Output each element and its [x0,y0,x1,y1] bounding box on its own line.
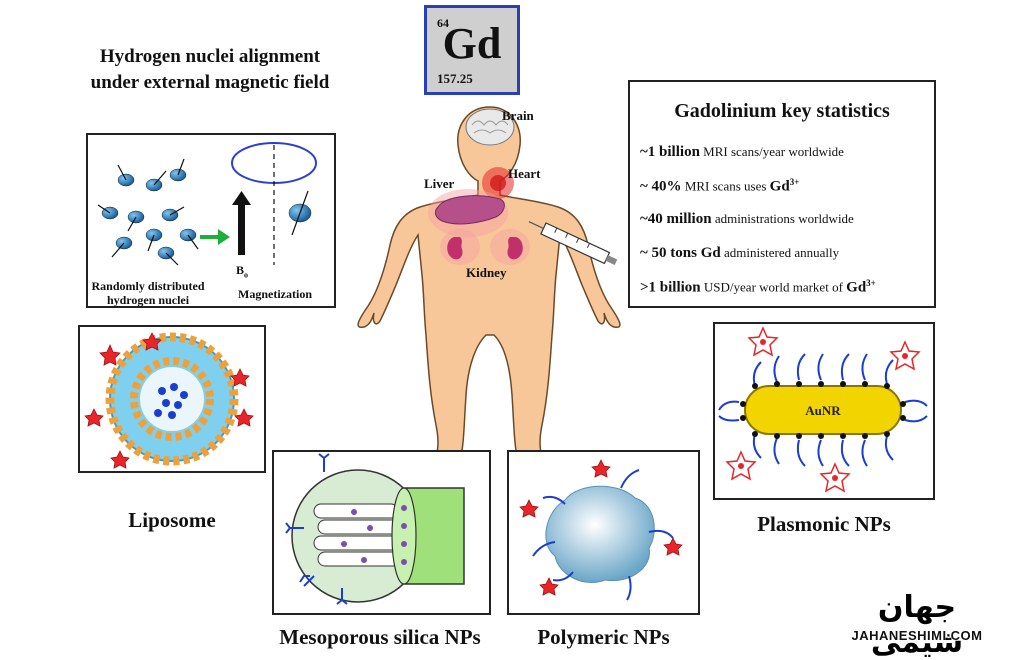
star-icon [539,577,559,596]
mesoporous-label: Mesoporous silica NPs [279,625,481,649]
mesoporous-silica-figure [285,453,465,605]
liposome-figure [84,332,254,469]
stat-row: ~1 billion MRI scans/year worldwide [640,144,844,160]
title-line-2: under external magnetic field [90,72,330,93]
aunr-label: AuNR [805,403,841,418]
site-logo-persian: جهان شیمی [870,590,964,660]
liposome-panel [78,325,266,473]
plasmonic-label: Plasmonic NPs [757,512,891,536]
human-body-illustration [357,106,621,470]
star-icon [84,408,104,427]
star-icon [142,332,162,351]
star-icon [663,537,683,556]
field-arrow-icon [232,191,251,205]
hydrogen-nuclei-figure [97,142,317,266]
stats-title: Gadolinium key statistics [674,100,890,122]
title-line-1: Hydrogen nuclei alignment [99,46,321,67]
liposome-label: Liposome [128,508,216,532]
star-icon [234,408,254,427]
stat-row: ~ 50 tons Gd administered annually [640,245,840,261]
star-icon [110,450,130,469]
kidney-left [447,237,463,260]
star-icon [230,368,250,387]
field-label: Bo [236,263,249,280]
brain-organ [465,108,515,146]
polymeric-np-panel [507,450,700,615]
brain-label: Brain [502,108,534,123]
magnetization-label: Magnetization [238,287,312,301]
random-nuclei-label: Randomly distributed hydrogen nuclei [91,279,205,307]
mesoporous-silica-panel [272,450,491,615]
polymeric-label: Polymeric NPs [537,625,670,649]
syringe-icon [528,221,618,265]
kidney-right [507,237,523,260]
atomic-number: 64 [437,16,449,30]
star-icon [519,499,539,518]
site-logo-latin: JAHANESHIMI.COM [851,628,983,643]
heart-label: Heart [508,166,541,181]
green-arrow-icon [200,229,230,245]
kidney-label: Kidney [466,265,507,280]
atomic-mass: 157.25 [437,71,473,86]
diagram-title: Hydrogen nuclei alignment under external… [60,44,360,96]
stat-row: ~40 million administrations worldwide [640,211,854,227]
star-icon [99,343,121,366]
gadolinium-stats-panel: Gadolinium key statistics ~1 billion MRI… [628,80,936,308]
stat-row: >1 billion USD/year world market of Gd3+ [640,278,876,296]
liver-organ [434,195,505,225]
plasmonic-np-panel: AuNR [713,322,935,500]
magnetization-panel: Randomly distributed hydrogen nuclei Bo … [86,133,336,308]
stat-row: ~ 40% MRI scans uses Gd3+ [640,177,800,195]
star-icon [591,459,611,478]
plasmonic-np-figure: AuNR [718,326,928,493]
liver-label: Liver [424,176,455,191]
body-silhouette [357,106,621,470]
element-symbol: Gd [442,19,502,68]
polymeric-np-figure [519,459,683,601]
gadolinium-element-tile: 64 Gd 157.25 [424,5,520,95]
